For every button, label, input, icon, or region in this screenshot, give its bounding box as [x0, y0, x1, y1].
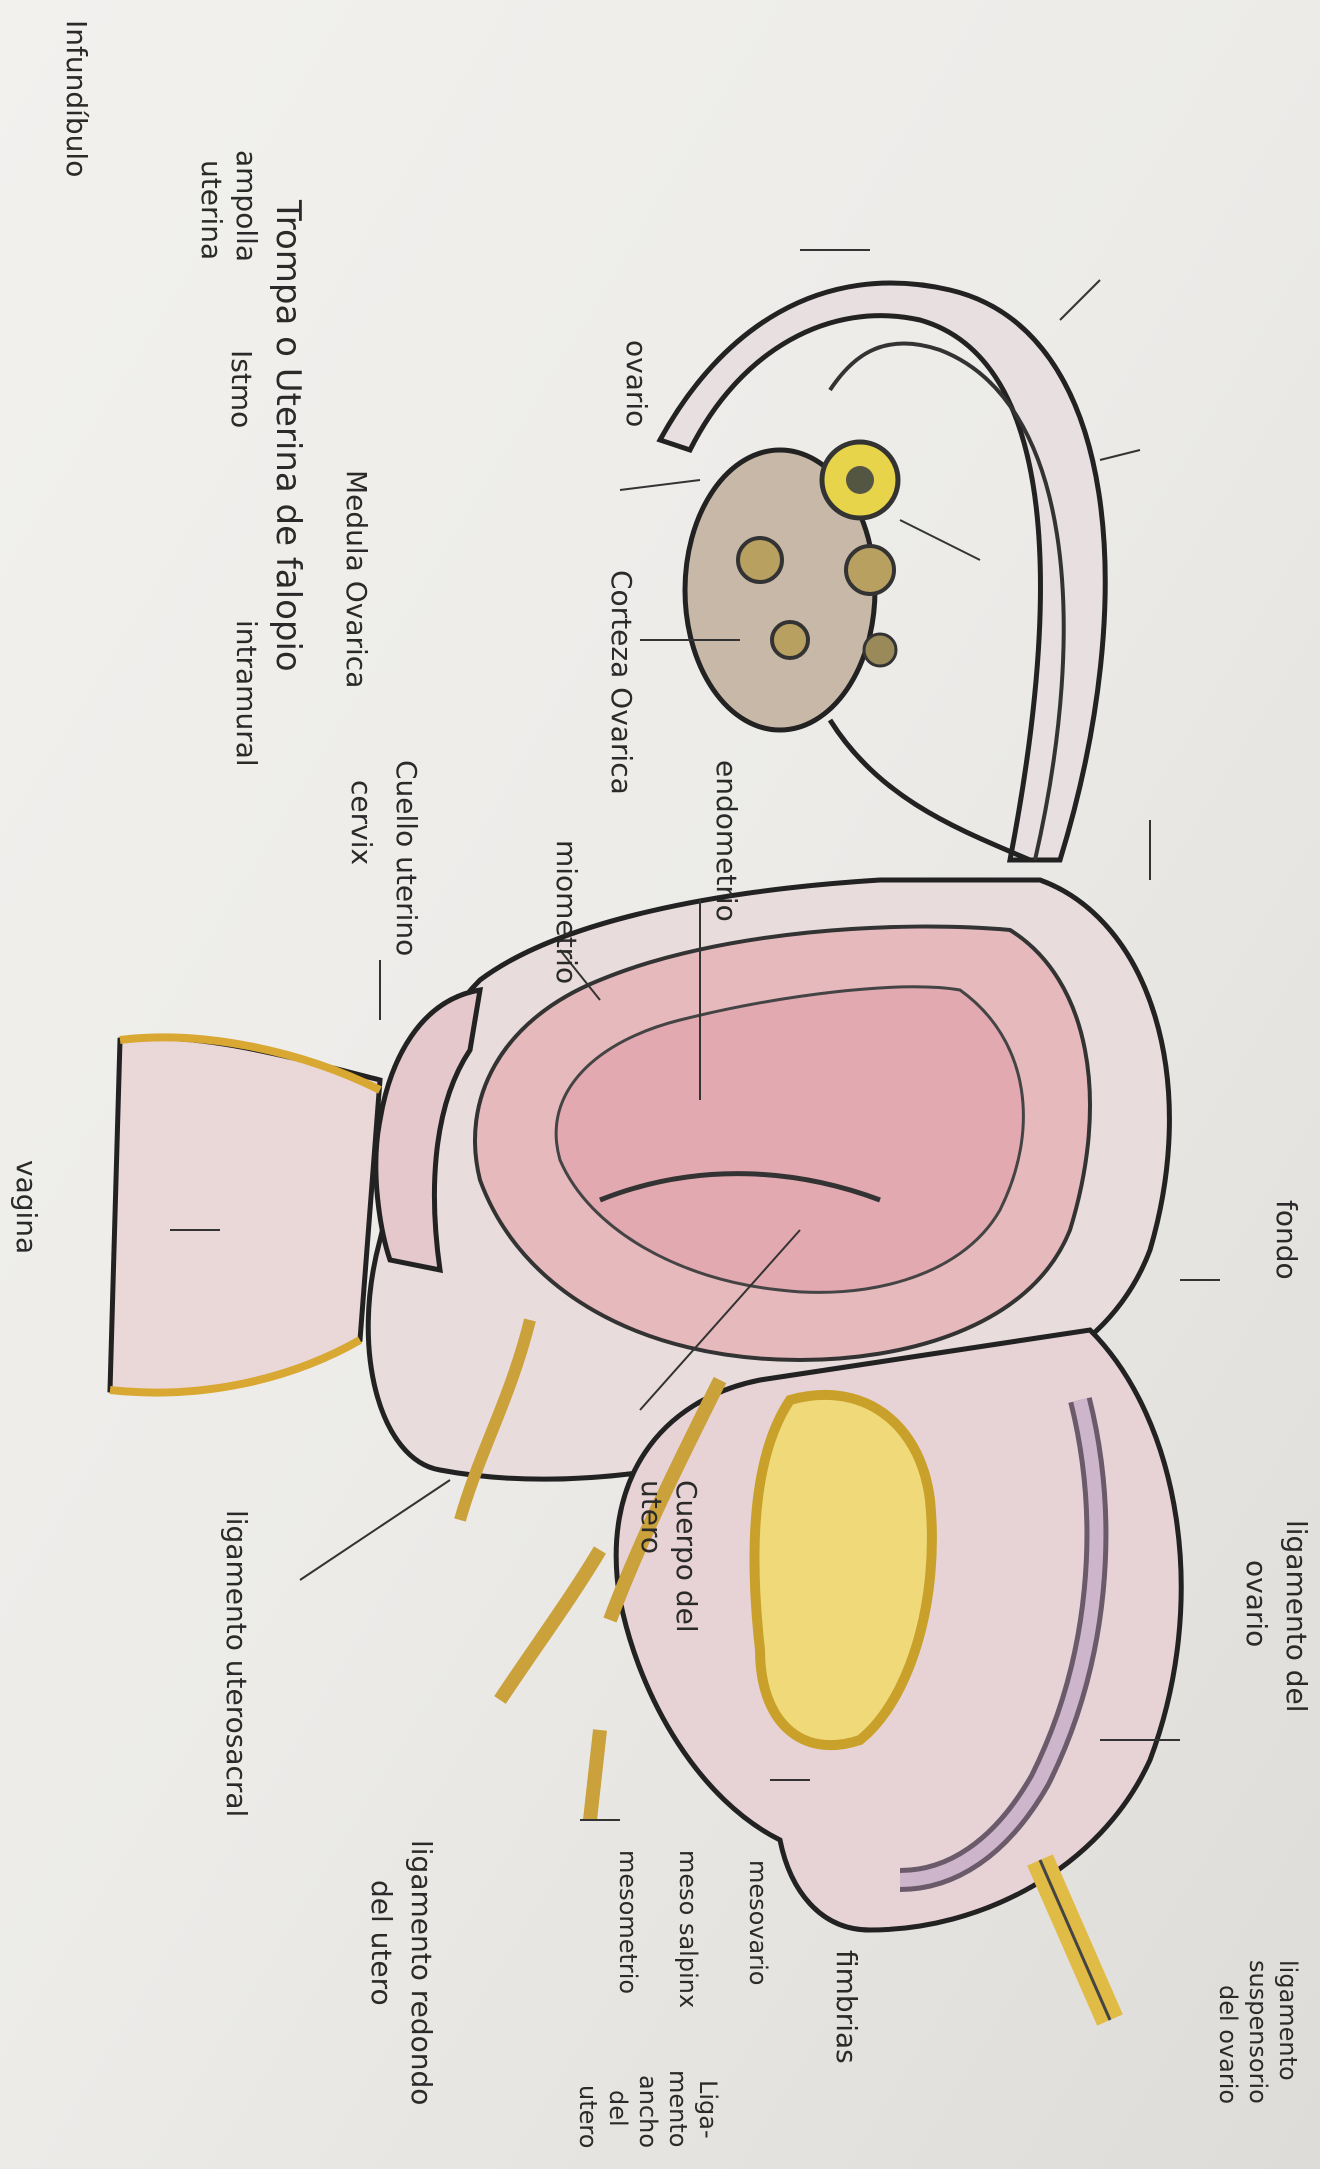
label-vagina: vagina — [12, 1160, 40, 1254]
label-cuello: Cuello uterino — [392, 760, 420, 956]
follicle — [864, 634, 896, 666]
follicle — [846, 546, 894, 594]
label-cuerpo-1: Cuerpo del — [672, 1480, 700, 1633]
label-lig-redondo-2: del utero — [367, 1880, 395, 2006]
follicle — [772, 622, 808, 658]
label-corteza: Corteza Ovarica — [607, 570, 635, 795]
label-mesosalpinx: meso salpinx — [676, 1850, 700, 2008]
label-cuerpo-2: utero — [637, 1480, 665, 1554]
label-lig-susp-1: ligamento — [1276, 1960, 1300, 2081]
vagina — [110, 1038, 380, 1393]
label-lig-ancho-1: Liga- — [696, 2080, 720, 2139]
label-cervix: cervix — [347, 780, 375, 865]
label-ampolla: ampolla — [232, 150, 260, 262]
label-title: Trompa o Uterina de falopio — [271, 200, 305, 672]
label-miometrio: miometrio — [552, 840, 580, 984]
label-uterina: uterina — [197, 160, 225, 260]
label-istmo: Istmo — [227, 350, 255, 428]
label-lig-ovario-2: ovario — [1242, 1560, 1270, 1647]
label-mesometrio: mesometrio — [616, 1850, 640, 1994]
label-lig-susp-3: del ovario — [1216, 1985, 1240, 2104]
label-intramural: intramural — [232, 620, 260, 767]
label-lig-ancho-3: ancho — [636, 2075, 660, 2148]
label-mesovario: mesovario — [746, 1860, 770, 1985]
label-endometrio: endometrio — [712, 760, 740, 922]
label-ovario: ovario — [622, 340, 650, 427]
label-lig-redondo-1: ligamento redondo — [407, 1840, 435, 2105]
label-lig-ancho-4: del — [606, 2090, 630, 2127]
label-medula: Medula Ovarica — [342, 470, 370, 688]
follicle — [738, 538, 782, 582]
label-fondo: fondo — [1272, 1200, 1300, 1280]
label-lig-ancho-5: utero — [576, 2085, 600, 2148]
label-infundibulo: Infundíbulo — [62, 20, 90, 177]
label-fimbrias: fimbrias — [832, 1950, 860, 2064]
label-lig-ovario-1: ligamento del — [1282, 1520, 1310, 1713]
label-lig-ancho-2: mento — [666, 2070, 690, 2147]
label-lig-uterosacral: ligamento uterosacral — [222, 1510, 250, 1817]
label-lig-susp-2: suspensorio — [1246, 1960, 1270, 2104]
